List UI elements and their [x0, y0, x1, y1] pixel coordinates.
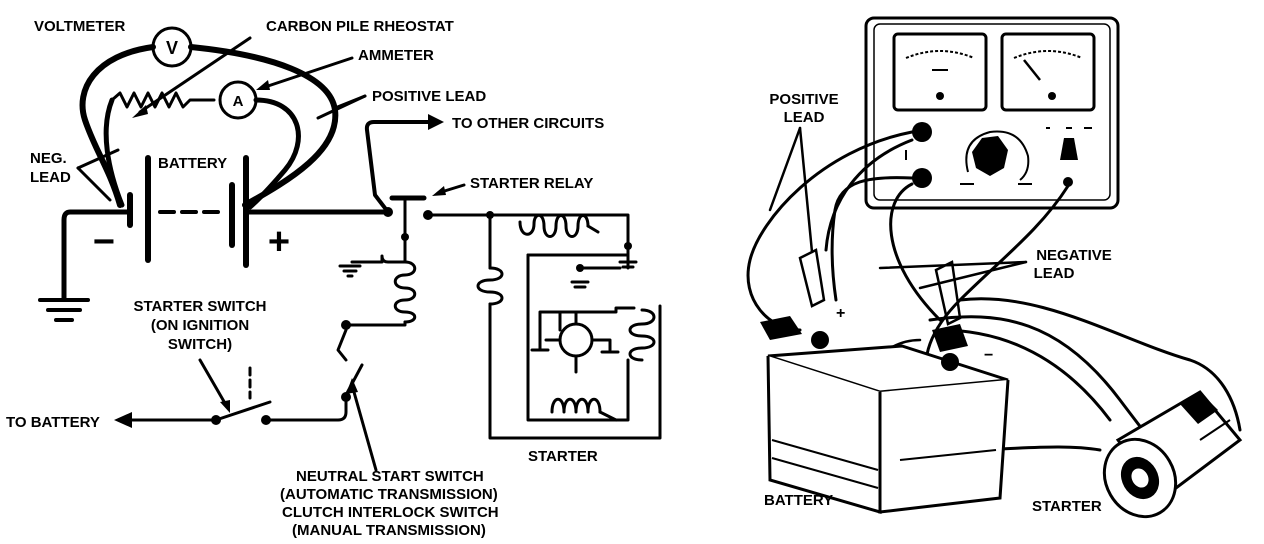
neg-lead-pointer-2 [76, 166, 112, 202]
neutral-switch-label-line3: CLUTCH INTERLOCK SWITCH [282, 504, 499, 521]
positive-lead-pointer-b [798, 126, 814, 254]
battery-minus-marker: − [984, 347, 993, 364]
selector-switch [1046, 127, 1092, 187]
battery-symbol: − + [93, 155, 290, 268]
neg-lead-label-line2: LEAD [30, 169, 71, 186]
starter-switch-label-line3: SWITCH) [168, 336, 232, 353]
starter-relay-pointer-arrow [432, 186, 446, 196]
ammeter-pointer-line [260, 56, 354, 90]
relay-coil-ground-lead [350, 254, 407, 264]
neutral-switch-pointer [350, 383, 378, 472]
ammeter-label: AMMETER [358, 47, 434, 64]
ammeter-pointer-arrow [256, 80, 270, 90]
relay-coil-lead-bottom [344, 320, 407, 327]
starter-label: STARTER [528, 448, 598, 465]
battery-plus-marker: + [836, 305, 845, 322]
pictorial-starter-label: STARTER [1032, 498, 1102, 515]
pictorial-negative-lead-label-line1: NEGATIVE [1036, 247, 1112, 264]
carbon-pile-rheostat-label: CARBON PILE RHEOSTAT [266, 18, 454, 35]
voltmeter-gauge [892, 32, 988, 112]
ammeter-lead [247, 97, 301, 210]
neutral-switch-label-line4: (MANUAL TRANSMISSION) [292, 522, 486, 539]
positive-lead-pointer-2 [316, 94, 367, 120]
voltmeter-symbol: V [151, 26, 193, 68]
starter-switch-pointer-arrow [220, 400, 230, 413]
negative-lead-pointer-a [878, 260, 1028, 270]
neutral-switch-top-terminal [341, 320, 351, 330]
tester-terminal-lower [912, 168, 932, 188]
pictorial-negative-lead-label-line2: LEAD [1034, 265, 1075, 282]
neutral-switch-pointer-arrow [346, 378, 358, 394]
neutral-switch-bottom-terminal [341, 392, 351, 402]
rheostat-knob [960, 130, 1032, 185]
to-other-circuits-label: TO OTHER CIRCUITS [452, 115, 604, 132]
neg-lead-pointer-1 [76, 148, 120, 170]
starter-switch-label-line2: (ON IGNITION [151, 317, 249, 334]
starter-switch-label-line1: STARTER SWITCH [133, 298, 266, 315]
battery-pictorial: + − [766, 305, 1010, 514]
pictorial-positive-lead-label-line1: POSITIVE [769, 91, 838, 108]
tester-unit [864, 16, 1120, 210]
battery-minus-sign: − [93, 221, 115, 263]
rheostat-arrow-line [138, 36, 252, 114]
relay-ground-symbol [338, 264, 362, 278]
neutral-switch-label-line1: NEUTRAL START SWITCH [296, 468, 484, 485]
ground-symbol [38, 298, 90, 322]
to-battery-arrow [114, 412, 132, 428]
voltmeter-letter: V [166, 38, 178, 58]
starter-switch-blade [214, 400, 272, 422]
rheostat-lead [103, 97, 125, 208]
starter-schematic [428, 211, 662, 440]
positive-lead-label: POSITIVE LEAD [372, 88, 486, 105]
starter-motor-pictorial [1102, 390, 1243, 519]
ammeter-symbol: A [218, 80, 258, 120]
battery-plus-sign: + [268, 221, 290, 263]
relay-plunger-node [401, 233, 409, 241]
to-other-circuits-wire [364, 120, 432, 214]
pictorial-diagram: + − POSITIVE LEAD NEGATIVE LEAD BATTERY … [746, 16, 1243, 519]
carbon-pile-rheostat [110, 91, 216, 109]
battery-clips [760, 248, 968, 352]
to-battery-label: TO BATTERY [6, 414, 100, 431]
positive-lead-pointer-a [768, 126, 802, 212]
battery-label: BATTERY [158, 155, 227, 172]
rheostat-arrowhead [132, 105, 148, 118]
to-other-circuits-arrow [428, 114, 444, 130]
relay-output-terminal [423, 210, 433, 220]
voltmeter-label: VOLTMETER [34, 18, 126, 35]
negative-lead-pointer-b [918, 260, 1028, 290]
neutral-to-starter-switch-wire [266, 400, 348, 422]
starter-switch-right-terminal [261, 415, 271, 425]
battery-ground-wire [61, 209, 133, 301]
ammeter-letter: A [233, 93, 244, 110]
neutral-switch-upper-link [336, 328, 348, 362]
pictorial-battery-label: BATTERY [764, 492, 833, 509]
starter-relay-label: STARTER RELAY [470, 175, 593, 192]
neg-lead-label-line1: NEG. [30, 150, 67, 167]
voltmeter-negative-lead [79, 44, 156, 208]
pictorial-positive-lead-label-line2: LEAD [784, 109, 825, 126]
ammeter-gauge [1000, 32, 1096, 112]
tester-terminal-upper [912, 122, 932, 142]
neutral-switch-label-line2: (AUTOMATIC TRANSMISSION) [280, 486, 498, 503]
starter-switch-pointer [198, 358, 228, 407]
schematic-diagram: V A − + [6, 18, 662, 539]
relay-coil [393, 260, 417, 324]
